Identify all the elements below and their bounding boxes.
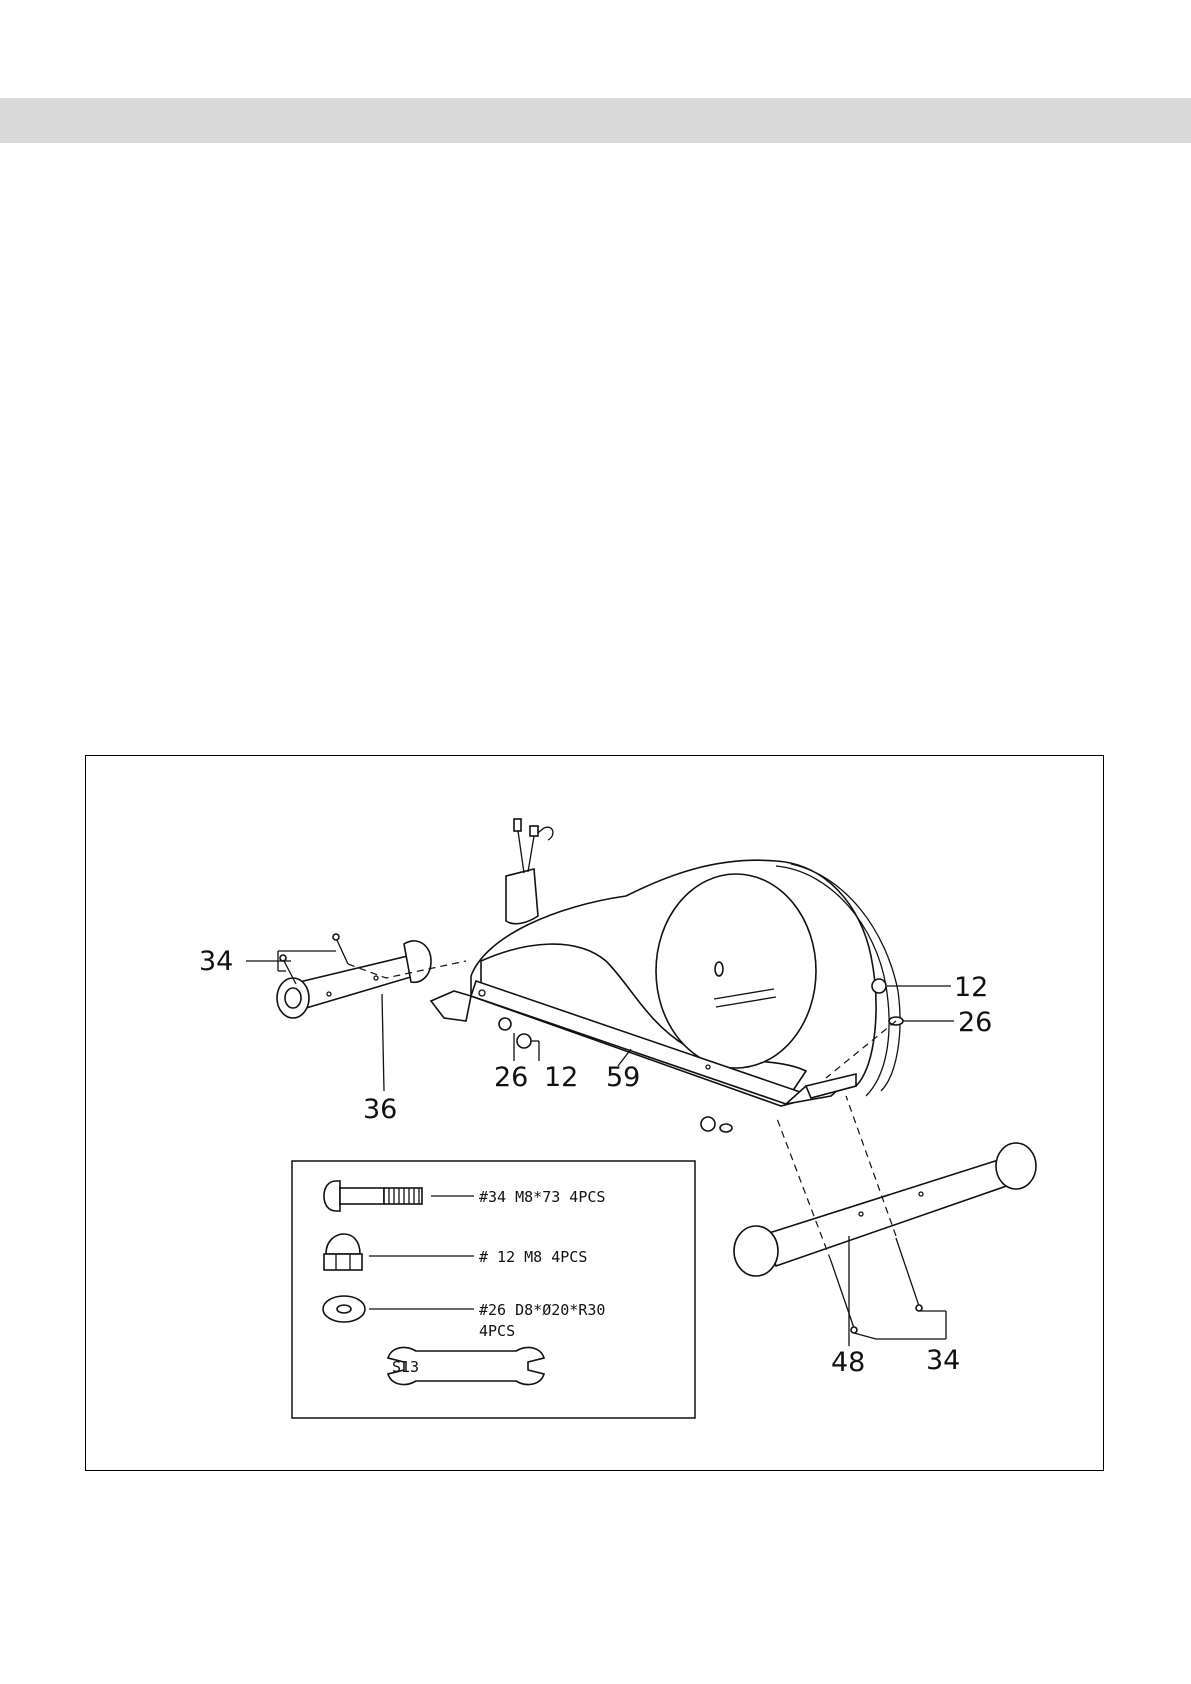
exploded-view: 34 36 26 12 59 12 26 48 34 #34 M8*73 4PC… <box>86 756 1105 1472</box>
callout-36: 36 <box>363 1094 397 1125</box>
callout-26-left: 26 <box>494 1062 528 1093</box>
bolt-spec: #34 M8*73 4PCS <box>479 1188 605 1206</box>
callout-34-left: 34 <box>199 946 233 977</box>
callout-48: 48 <box>831 1347 865 1378</box>
callout-26-right: 26 <box>958 1007 992 1038</box>
rear-stabilizer-48 <box>734 1096 1036 1333</box>
washer-quantity: 4PCS <box>479 1322 515 1340</box>
callout-59: 59 <box>606 1062 640 1093</box>
callout-12-right: 12 <box>954 972 988 1003</box>
washer-icon <box>323 1296 365 1322</box>
callout-12-left: 12 <box>544 1062 578 1093</box>
assembly-diagram: 34 36 26 12 59 12 26 48 34 #34 M8*73 4PC… <box>85 755 1104 1471</box>
callout-34-right: 34 <box>926 1345 960 1376</box>
hardware-legend: #34 M8*73 4PCS # 12 M8 4PCS #26 D8*Ø20*R… <box>292 1161 695 1418</box>
section-header-bar <box>0 98 1191 143</box>
wrench-icon: S13 <box>388 1347 544 1384</box>
front-stabilizer-36 <box>277 941 431 1018</box>
cap-nut-spec: # 12 M8 4PCS <box>479 1248 587 1266</box>
wrench-size: S13 <box>392 1358 419 1376</box>
washer-spec: #26 D8*Ø20*R30 <box>479 1301 605 1319</box>
